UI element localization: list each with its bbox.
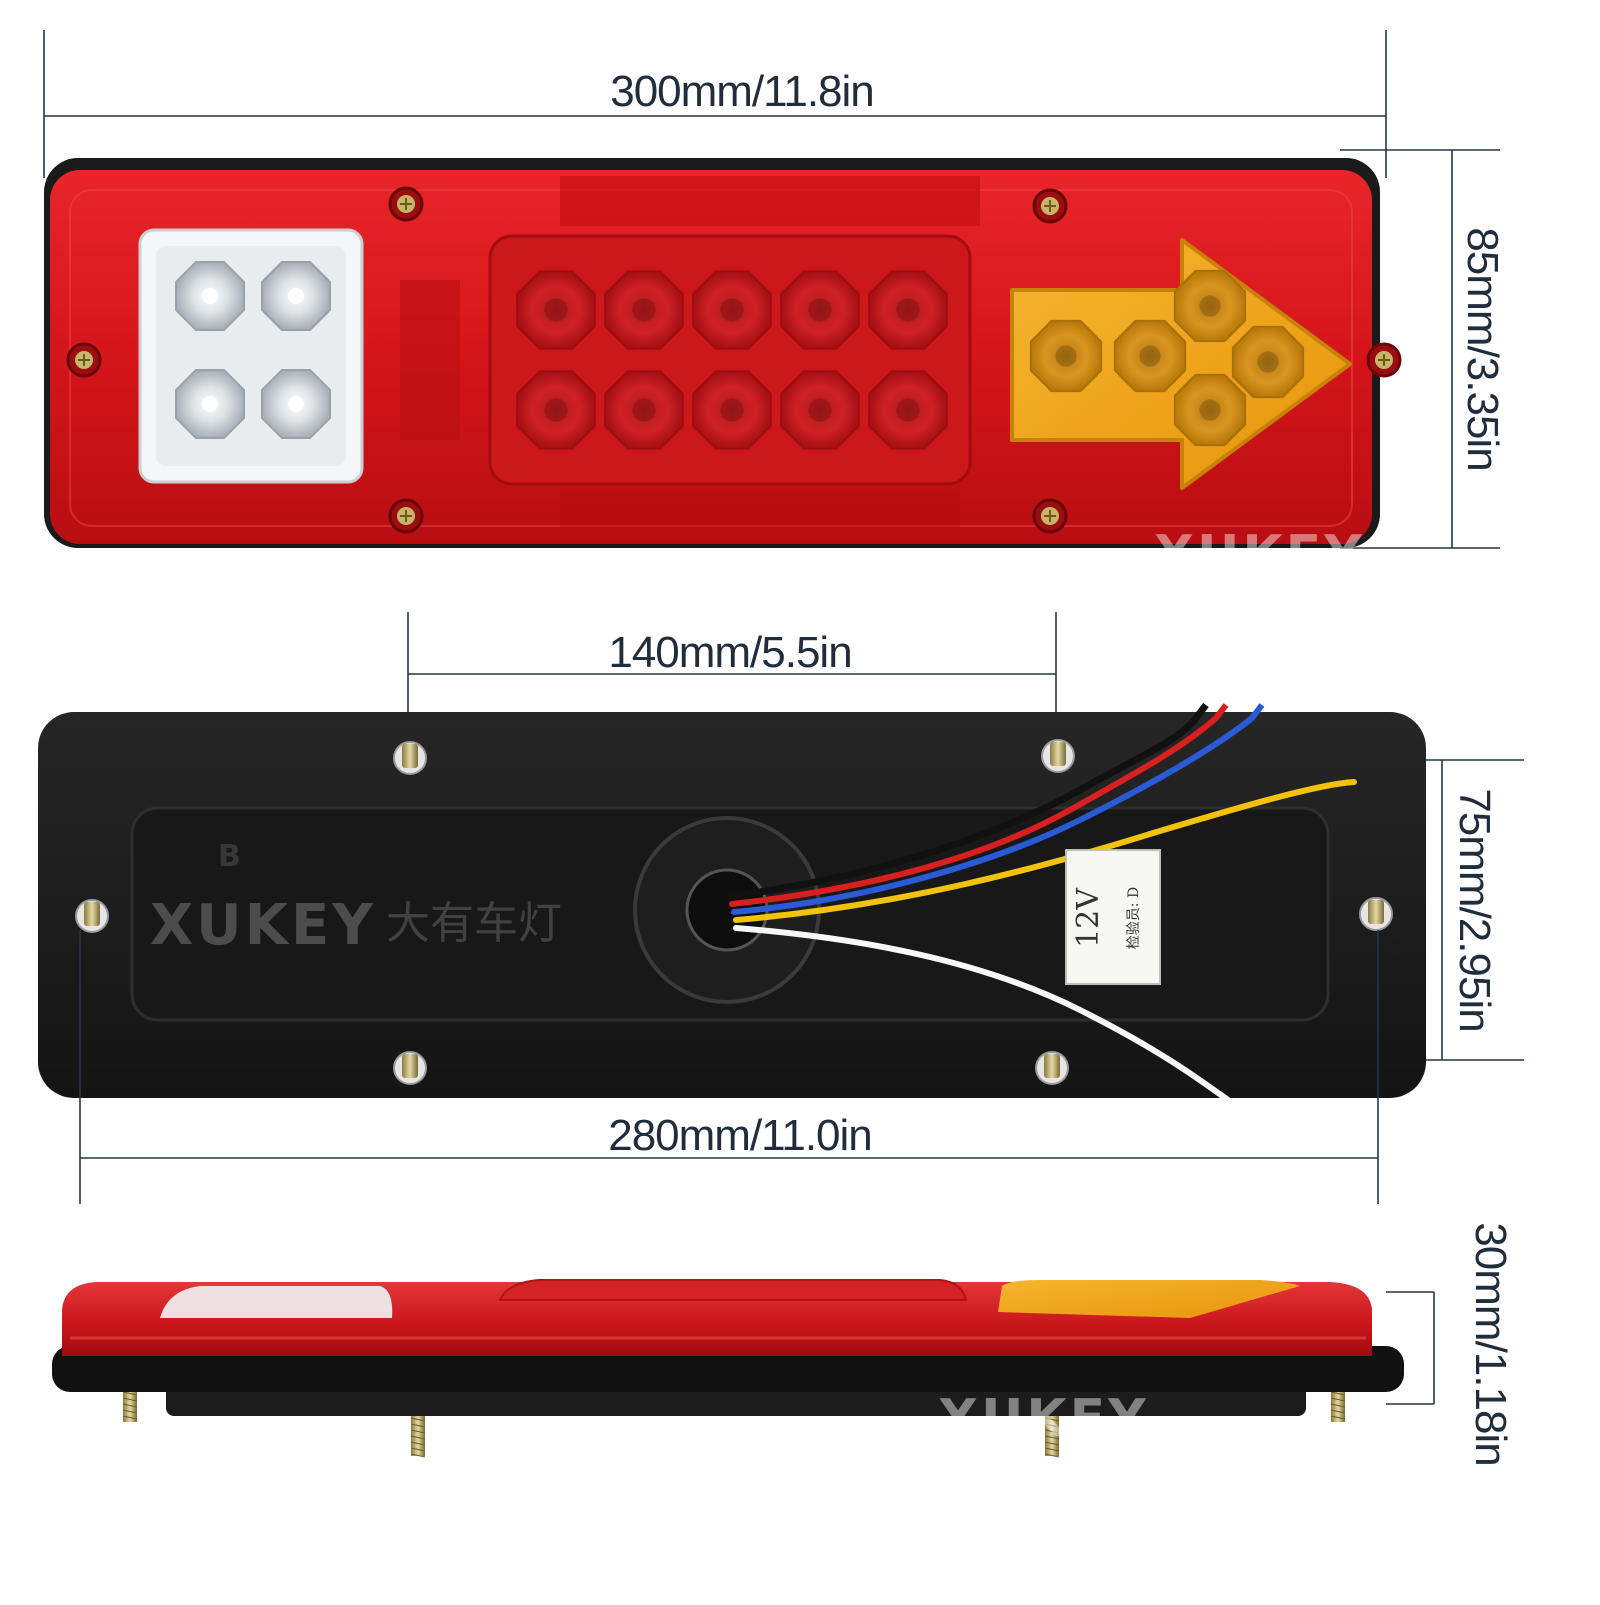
dim-label-side-bolt-spacing: 280mm/11.0in: [608, 1111, 872, 1160]
brake-light-panel: [488, 234, 972, 486]
screw: [1032, 498, 1068, 534]
red-led: [516, 370, 596, 450]
mounting-bolt: [1035, 1051, 1069, 1085]
label-voltage: 12V: [1071, 887, 1106, 948]
turn-signal-arrow: [1010, 238, 1352, 490]
wire-blue: [731, 715, 1255, 915]
dim-label-base-height: 75mm/2.95in: [1450, 788, 1499, 1031]
watermark-front: XUKEY: [1154, 525, 1365, 585]
screw: [66, 342, 102, 378]
red-led: [604, 370, 684, 450]
amber-led: [1231, 325, 1305, 399]
label-inspector: 检验员: D: [1126, 887, 1142, 949]
watermark-back: XUKEY: [150, 893, 376, 958]
mounting-bolt: [1359, 897, 1393, 931]
red-led: [868, 270, 948, 350]
side-amber-lens: [998, 1280, 1300, 1318]
white-led: [175, 261, 245, 331]
molded-brand-text: 大有车灯: [386, 898, 562, 949]
reverse-light-panel: [138, 228, 364, 484]
watermark-side: XUKEY: [938, 1389, 1149, 1449]
wire-yellow: [733, 779, 1357, 923]
side-red-raised: [498, 1279, 968, 1301]
mounting-bolt: [393, 1051, 427, 1085]
side-view: 30mm/1.18in XUKEY: [52, 1222, 1515, 1466]
screw: [388, 186, 424, 222]
white-led: [175, 369, 245, 439]
white-led: [261, 369, 331, 439]
dim-label-height: 85mm/3.35in: [1458, 227, 1507, 470]
red-led: [868, 370, 948, 450]
side-flange: [52, 1346, 1404, 1392]
mounting-bolt: [393, 741, 427, 775]
dim-label-length: 300mm/11.8in: [610, 67, 874, 116]
screw: [1032, 188, 1068, 224]
red-led: [692, 270, 772, 350]
wire-harness: [726, 714, 1357, 1103]
red-led: [692, 370, 772, 450]
mounting-bolt: [75, 899, 109, 933]
red-led: [516, 270, 596, 350]
spec-label: 12V 检验员: D: [1065, 849, 1161, 985]
white-led: [261, 261, 331, 331]
screw: [388, 498, 424, 534]
side-white-lens: [160, 1286, 393, 1318]
mounting-bolt: [1041, 739, 1075, 773]
amber-led: [1173, 269, 1247, 343]
dim-label-depth: 30mm/1.18in: [1466, 1222, 1515, 1465]
amber-led: [1029, 319, 1103, 393]
molded-mark: B: [218, 839, 244, 874]
red-led: [780, 270, 860, 350]
red-led: [604, 270, 684, 350]
wire-black: [726, 714, 1200, 900]
wire-red: [729, 715, 1219, 907]
amber-led: [1113, 319, 1187, 393]
wire-white: [733, 925, 1231, 1103]
front-view: 300mm/11.8in 85mm/3.35in: [43, 30, 1507, 585]
red-led: [780, 370, 860, 450]
amber-led: [1173, 373, 1247, 447]
screw: [1366, 342, 1402, 378]
dim-label-bolt-spacing: 140mm/5.5in: [608, 628, 851, 677]
back-view: 140mm/5.5in 75mm/2.95in B 大有车灯 12V: [38, 612, 1524, 1204]
